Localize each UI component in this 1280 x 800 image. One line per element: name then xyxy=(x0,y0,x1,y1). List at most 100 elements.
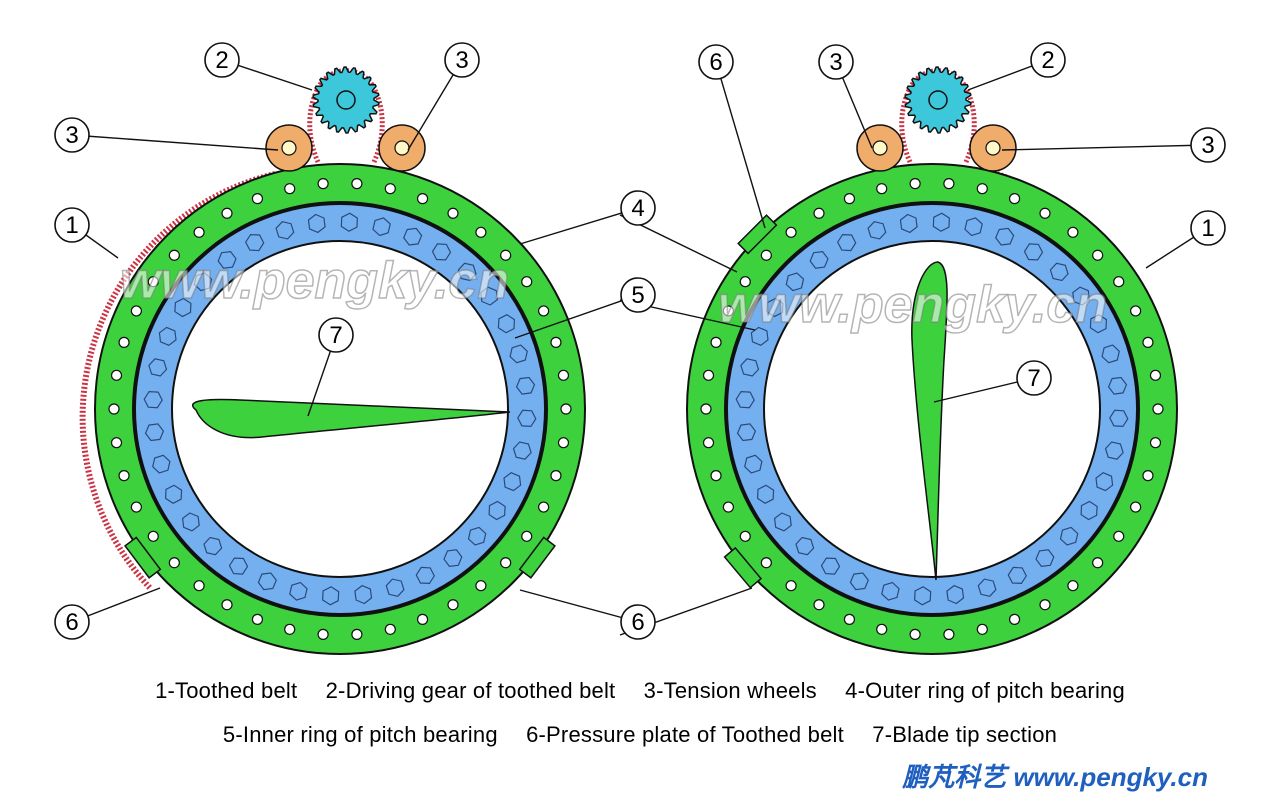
inner-ring-bolt xyxy=(289,581,308,601)
pressure-plate xyxy=(723,546,763,589)
callout-number: 1 xyxy=(65,212,78,239)
blade-tip-section xyxy=(191,398,511,439)
outer-ring-bolt-hole xyxy=(700,403,712,415)
inner-ring-bolt xyxy=(1104,441,1124,460)
callout-number: 6 xyxy=(631,609,644,636)
callout-number: 1 xyxy=(1201,215,1214,242)
outer-ring-bolt-hole xyxy=(843,613,856,625)
legend-item-pressure-plate: 6-Pressure plate of Toothed belt xyxy=(526,722,844,747)
inner-ring-bolt xyxy=(1007,566,1027,585)
inner-ring-bolt xyxy=(977,578,997,597)
assembly-right xyxy=(686,66,1178,655)
callout-circle xyxy=(1016,360,1052,396)
assembly-left xyxy=(79,66,586,655)
callout-leader-line xyxy=(71,134,279,151)
inner-ring-bolt xyxy=(849,572,869,591)
inner-ring-bolt xyxy=(773,512,792,532)
outer-ring-bolt-hole xyxy=(843,193,856,205)
inner-ring-bolt xyxy=(340,212,359,232)
outer-ring-bolt-hole xyxy=(785,226,797,238)
outer-ring-bolt-hole xyxy=(500,557,512,569)
outer-ring-bolt-hole xyxy=(110,369,123,381)
legend-item-toothed-belt: 1-Toothed belt xyxy=(155,678,298,703)
callout-number: 3 xyxy=(1201,132,1214,159)
callout-number: 7 xyxy=(329,322,342,349)
inner-ring-bolt xyxy=(228,557,249,575)
inner-ring-bolt xyxy=(837,233,857,252)
inner-ring-bolt xyxy=(756,484,775,504)
outer-ring-bolt-hole xyxy=(118,470,130,482)
outer-ring-bolt-hole xyxy=(557,437,570,449)
inner-ring-bolt xyxy=(1080,500,1098,521)
outer-ring-bolt-hole xyxy=(251,193,264,205)
inner-ring-bolt xyxy=(867,221,887,240)
inner-ring-bolt xyxy=(193,272,213,292)
outer-ring-bolt-hole xyxy=(1039,599,1051,611)
outer-ring-bolt-hole xyxy=(447,599,459,611)
outer-ring-bolt-hole xyxy=(976,183,988,195)
outer-ring-bolt-hole xyxy=(1067,580,1079,592)
inner-ring-bolt xyxy=(820,557,841,575)
outer-ring-bolt-hole xyxy=(739,530,751,542)
inner-ring-bolt xyxy=(245,233,265,252)
inner-ring-bolt xyxy=(144,423,165,442)
inner-ring-bolt xyxy=(181,512,200,532)
legend-item-driving-gear: 2-Driving gear of toothed belt xyxy=(325,678,616,703)
inner-ring-bolt xyxy=(488,500,506,521)
inner-ring-bolt xyxy=(431,243,452,261)
inner-ring-bolt xyxy=(143,390,163,409)
callout-number: 7 xyxy=(1027,365,1040,392)
watermark-text: www.pengky.cn xyxy=(718,276,1107,334)
inner-ring-bolt xyxy=(995,227,1015,246)
outer-ring-bolt-hole xyxy=(317,178,329,190)
outer-ring-bolt-hole xyxy=(813,207,825,219)
inner-ring-bolt xyxy=(354,584,373,605)
driving-gear-hub xyxy=(928,90,948,110)
outer-ring-bolt-hole xyxy=(702,437,715,449)
outer-ring-bolt-hole xyxy=(284,183,296,195)
inner-ring-bolt xyxy=(1089,314,1108,334)
outer-ring-bolt-hole xyxy=(416,193,429,205)
inner-ring-bolt xyxy=(275,221,295,240)
outer-ring-bolt-hole xyxy=(221,207,233,219)
outer-ring-bolt-hole xyxy=(557,369,570,381)
inner-ring-bolt xyxy=(1109,409,1129,428)
tension-wheel-hub xyxy=(394,140,410,156)
inner-ring-bolt xyxy=(1095,472,1114,492)
callout-number: 6 xyxy=(709,49,722,76)
outer-ring-bolt-hole xyxy=(943,178,955,190)
outer-ring-bolt-hole xyxy=(1149,437,1162,449)
outer-ring-bolt-hole xyxy=(351,178,363,190)
outer-ring-bolt-hole xyxy=(550,470,562,482)
legend-item-blade-tip: 7-Blade tip section xyxy=(872,722,1058,747)
inner-ring-bolt xyxy=(736,423,757,442)
outer-ring-bolt-hole xyxy=(560,403,572,415)
outer-ring-bolt-hole xyxy=(538,305,550,317)
outer-ring-bolt-hole xyxy=(722,501,734,513)
inner-ring-bolt xyxy=(1059,526,1079,546)
brand-text: 鹏芃科艺 www.pengky.cn xyxy=(902,762,1208,792)
inner-ring-bolt xyxy=(899,213,918,234)
outer-ring-bolt-hole xyxy=(108,403,120,415)
outer-ring-bolt-hole xyxy=(538,501,550,513)
inner-ring-bolt xyxy=(467,526,487,546)
callout-number: 2 xyxy=(1041,47,1054,74)
outer-ring-bolt-hole xyxy=(1152,403,1164,415)
outer-ring-bolt-hole xyxy=(284,623,296,635)
outer-ring-bolt-hole xyxy=(251,613,264,625)
inner-ring-bolt xyxy=(503,472,522,492)
inner-ring-bolt xyxy=(512,441,532,460)
inner-ring-bolt xyxy=(480,286,499,306)
tension-wheel-hub xyxy=(985,140,1001,156)
callout-circle xyxy=(54,117,90,153)
outer-ring-bolt-hole xyxy=(147,530,159,542)
inner-ring-bolt xyxy=(307,213,326,234)
outer-ring-bolt-hole xyxy=(976,623,988,635)
callout-circle xyxy=(54,604,90,640)
outer-ring-bolt-hole xyxy=(1149,369,1162,381)
callout-leader-line xyxy=(519,207,639,245)
outer-ring-bolt-hole xyxy=(876,183,888,195)
callout-circle xyxy=(1190,127,1226,163)
